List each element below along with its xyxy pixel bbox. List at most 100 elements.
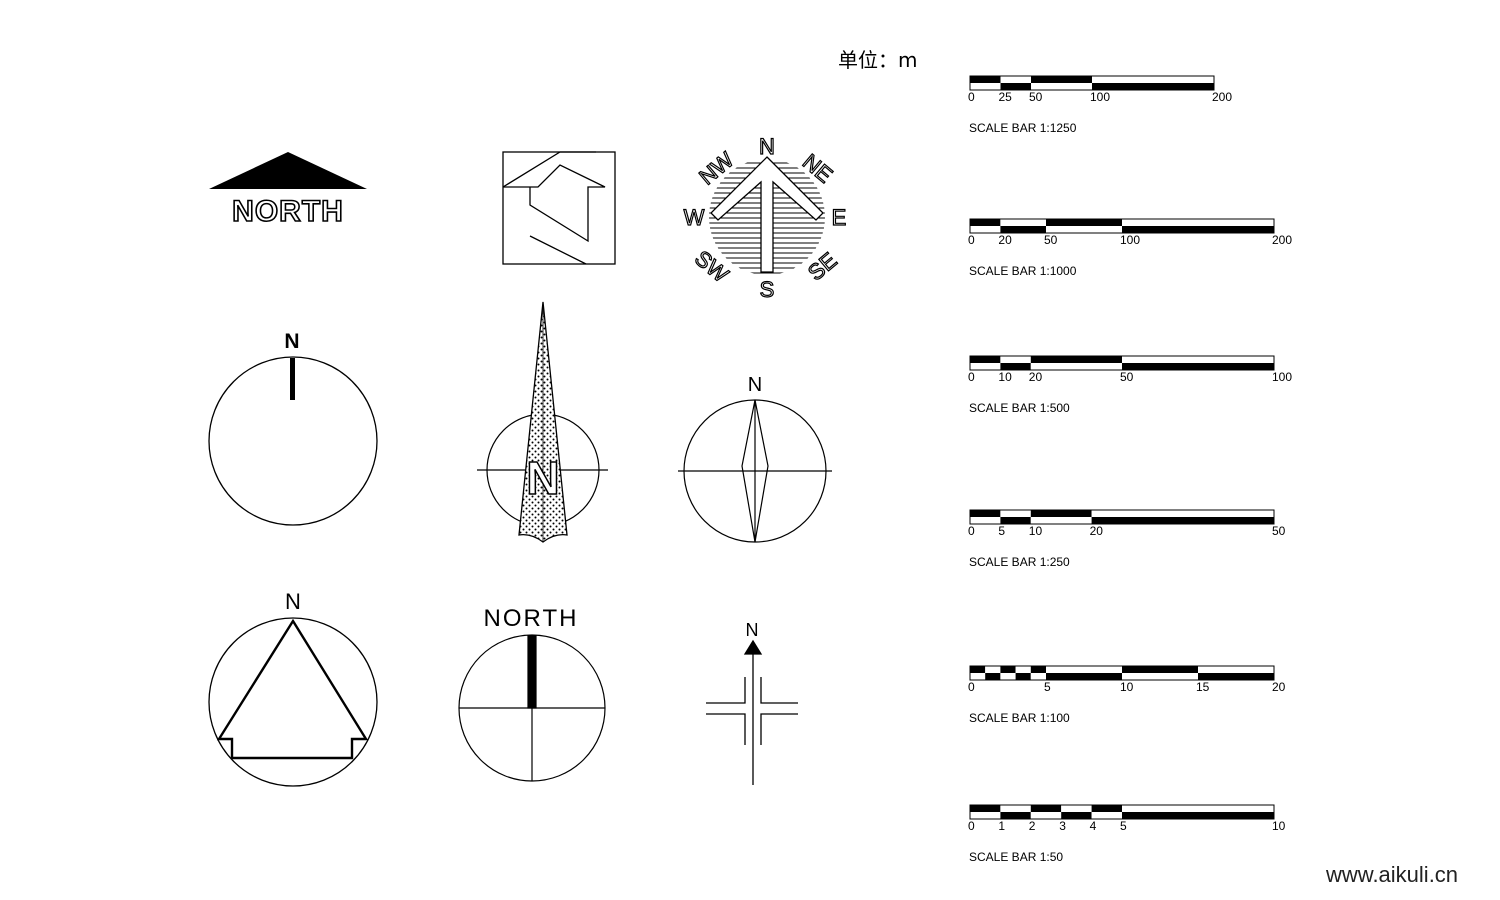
scale-tick-label: 2 bbox=[1029, 819, 1036, 833]
crosshair-north-symbol: NORTH bbox=[458, 605, 606, 782]
scale-bar-title: SCALE BAR 1:500 bbox=[969, 401, 1070, 415]
scale-segment bbox=[970, 812, 1001, 819]
unit-label: 单位：m bbox=[838, 48, 918, 72]
scale-tick-label: 0 bbox=[968, 524, 975, 538]
scale-segment bbox=[1091, 517, 1274, 524]
scale-segment bbox=[1000, 517, 1031, 524]
scale-segment bbox=[1092, 83, 1214, 90]
scale-segment bbox=[970, 83, 1001, 90]
scale-tick-label: 20 bbox=[1029, 370, 1043, 384]
circle-tick-symbol: N bbox=[208, 330, 378, 526]
scale-segment bbox=[1046, 226, 1122, 233]
scale-segment bbox=[1198, 666, 1274, 673]
scale-segment bbox=[1061, 812, 1092, 819]
scale-tick-label: 10 bbox=[998, 370, 1012, 384]
scale-outline bbox=[969, 804, 1275, 820]
scale-tick-label: 100 bbox=[1090, 90, 1110, 104]
scale-segment bbox=[1046, 673, 1122, 680]
scale-segment bbox=[1000, 83, 1031, 90]
scale-bar-title: SCALE BAR 1:1000 bbox=[969, 264, 1077, 278]
scale-tick-label: 0 bbox=[968, 680, 975, 694]
scale-tick-label: 50 bbox=[1029, 90, 1043, 104]
triangle-compass-symbol: N bbox=[208, 589, 378, 787]
scale-segment bbox=[970, 805, 1001, 812]
scale-tick-label: 0 bbox=[968, 819, 975, 833]
compass-label-w: W bbox=[684, 205, 705, 230]
scale-segment bbox=[1031, 76, 1092, 83]
scale-segment bbox=[1030, 812, 1062, 819]
scale-tick-label: 4 bbox=[1090, 819, 1097, 833]
crosshair-north-label: NORTH bbox=[484, 605, 579, 632]
scale-tick-label: 1 bbox=[998, 819, 1005, 833]
scale-segment bbox=[1198, 673, 1274, 680]
scale-tick-label: 200 bbox=[1272, 233, 1292, 247]
scale-tick-label: 10 bbox=[1029, 524, 1043, 538]
needle-north-label: N bbox=[526, 452, 559, 504]
scale-tick-label: 0 bbox=[968, 90, 975, 104]
compass-label-e: E bbox=[832, 205, 847, 230]
scale-segment bbox=[970, 517, 1001, 524]
scale-outline bbox=[969, 509, 1275, 525]
scale-segment bbox=[1000, 510, 1031, 517]
scale-segment bbox=[1122, 226, 1274, 233]
arrow-cross-symbol: N bbox=[706, 620, 798, 785]
scale-segment bbox=[1030, 510, 1092, 517]
watermark: www.aikuli.cn bbox=[1326, 862, 1459, 887]
north-word-logo: NORTH bbox=[232, 195, 344, 228]
scale-bar-title: SCALE BAR 1:100 bbox=[969, 711, 1070, 725]
scale-segment bbox=[970, 219, 1001, 226]
scale-segment bbox=[1030, 666, 1046, 673]
scale-tick-label: 100 bbox=[1272, 370, 1292, 384]
scale-segment bbox=[1031, 83, 1092, 90]
compass-arrow-icon bbox=[710, 156, 824, 273]
scale-segment bbox=[1030, 356, 1122, 363]
compass-rose-symbol: N NW NE W E SW SE S bbox=[683, 133, 847, 302]
scale-segment bbox=[985, 666, 1001, 673]
scale-segment bbox=[1030, 363, 1122, 370]
compass-label-s: S bbox=[760, 277, 775, 302]
scale-segment bbox=[1015, 673, 1031, 680]
scale-outline bbox=[969, 355, 1275, 371]
scale-segment bbox=[1000, 673, 1016, 680]
scale-tick-label: 50 bbox=[1044, 233, 1058, 247]
scale-segment bbox=[1000, 356, 1031, 363]
scale-bar-title: SCALE BAR 1:50 bbox=[969, 850, 1063, 864]
scale-segment bbox=[1091, 805, 1122, 812]
compass-label-n: N bbox=[759, 134, 775, 159]
scale-segment bbox=[970, 363, 1001, 370]
scale-segment bbox=[1122, 363, 1274, 370]
scale-segment bbox=[970, 673, 986, 680]
scale-segment bbox=[1000, 666, 1016, 673]
scale-tick-label: 200 bbox=[1212, 90, 1232, 104]
scale-segment bbox=[970, 356, 1001, 363]
triangle-north-label: N bbox=[285, 589, 301, 614]
scale-segment bbox=[1000, 76, 1031, 83]
scale-tick-label: 10 bbox=[1120, 680, 1134, 694]
scale-segment bbox=[1000, 226, 1046, 233]
scale-segment bbox=[1015, 666, 1031, 673]
north-roof-symbol: NORTH bbox=[209, 152, 367, 229]
scale-bar-title: SCALE BAR 1:250 bbox=[969, 555, 1070, 569]
scale-tick-label: 20 bbox=[998, 233, 1012, 247]
diamond-compass-symbol: N bbox=[678, 374, 832, 543]
scale-outline bbox=[969, 665, 1275, 681]
scale-tick-label: 50 bbox=[1120, 370, 1134, 384]
scale-segment bbox=[970, 666, 986, 673]
scale-segment bbox=[1000, 812, 1031, 819]
scale-segment bbox=[1030, 805, 1062, 812]
arrow-north-label: N bbox=[746, 620, 759, 640]
scale-segment bbox=[1046, 219, 1122, 226]
scale-tick-label: 100 bbox=[1120, 233, 1140, 247]
scale-segment bbox=[1122, 666, 1198, 673]
scale-segment bbox=[1122, 356, 1274, 363]
scale-tick-label: 3 bbox=[1059, 819, 1066, 833]
scale-tick-label: 0 bbox=[968, 233, 975, 247]
scale-tick-label: 25 bbox=[999, 90, 1013, 104]
scale-segment bbox=[970, 76, 1001, 83]
scale-segment bbox=[1122, 219, 1274, 226]
